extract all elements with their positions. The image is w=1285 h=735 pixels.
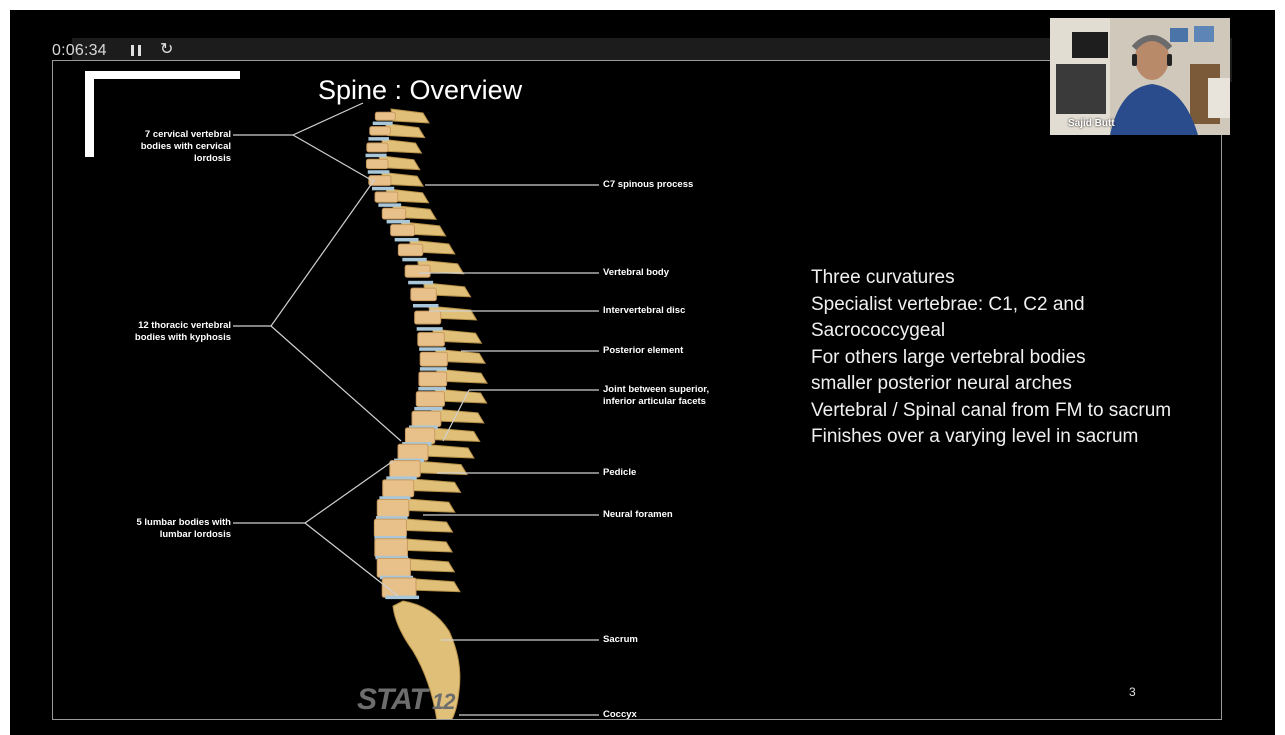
vertebral-body-shape	[412, 411, 441, 426]
pause-button[interactable]	[129, 43, 143, 59]
vertebral-body-shape	[420, 352, 447, 366]
vertebral-body-shape	[382, 208, 405, 219]
posterior-element-shape	[386, 124, 425, 138]
vertebral-body-shape	[377, 558, 410, 577]
intervertebral-disc-shape	[368, 170, 390, 174]
bullet-item: Finishes over a varying level in sacrum	[811, 424, 1211, 451]
vertebral-body-shape	[366, 159, 388, 168]
bullet-list: Three curvaturesSpecialist vertebrae: C1…	[811, 265, 1211, 451]
watermark-text: STAT	[357, 683, 427, 716]
label-right-7: Sacrum	[603, 634, 638, 646]
stat-watermark: STAT 12	[357, 683, 454, 717]
vertebral-body-shape	[391, 225, 415, 236]
vertebral-body-shape	[370, 127, 391, 135]
intervertebral-disc-shape	[385, 596, 419, 600]
vertebral-body-shape	[398, 444, 428, 460]
intervertebral-disc-shape	[418, 387, 446, 391]
vertebral-body-shape	[416, 392, 444, 407]
label-right-0: C7 spinous process	[603, 179, 693, 191]
leader-line	[293, 135, 373, 181]
vertebral-body-shape	[418, 333, 445, 346]
intervertebral-disc-shape	[366, 154, 387, 158]
label-thoracic: 12 thoracic vertebralbodies with kyphosi…	[111, 320, 231, 344]
leader-line	[271, 326, 401, 441]
bullet-item: For others large vertebral bodies	[811, 345, 1211, 372]
label-right-3: Posterior element	[603, 345, 683, 357]
vertebral-body-shape	[398, 244, 422, 256]
intervertebral-disc-shape	[372, 187, 394, 191]
leader-line	[293, 103, 363, 135]
label-right-6: Neural foramen	[603, 509, 673, 521]
refresh-icon: ↻	[160, 41, 173, 58]
pause-icon	[131, 45, 134, 56]
vertebral-body-shape	[374, 519, 406, 537]
intervertebral-disc-shape	[395, 238, 419, 242]
vertebral-body-shape	[390, 461, 420, 478]
posterior-element-shape	[391, 109, 429, 123]
bullet-item: Vertebral / Spinal canal from FM to sacr…	[811, 398, 1211, 425]
refresh-button[interactable]: ↻	[160, 41, 176, 59]
vertebral-body-shape	[367, 143, 388, 152]
participant-name-label: Sajid Butt	[1068, 118, 1115, 129]
intervertebral-disc-shape	[373, 122, 393, 126]
bullet-item: Three curvatures	[811, 265, 1211, 292]
vertebral-body-shape	[375, 539, 408, 557]
bullet-item: Sacrococcygeal	[811, 318, 1211, 345]
pause-icon-bar	[138, 45, 141, 56]
intervertebral-disc-shape	[420, 367, 447, 371]
vertebral-body-shape	[415, 311, 441, 324]
label-right-4: Joint between superior,inferior articula…	[603, 384, 709, 408]
presentation-slide: Spine : Overview 7 cervical vertebralbod…	[52, 60, 1222, 720]
vertebral-body-shape	[377, 499, 409, 516]
intervertebral-disc-shape	[417, 327, 443, 331]
intervertebral-disc-shape	[378, 203, 401, 207]
vertebral-body-shape	[419, 372, 447, 386]
bullet-item: smaller posterior neural arches	[811, 371, 1211, 398]
vertebral-body-shape	[405, 265, 430, 277]
label-right-5: Pedicle	[603, 467, 636, 479]
intervertebral-disc-shape	[419, 347, 446, 351]
label-right-1: Vertebral body	[603, 267, 669, 279]
vertebral-body-shape	[405, 428, 434, 444]
bullet-item: Specialist vertebrae: C1, C2 and	[811, 292, 1211, 319]
intervertebral-disc-shape	[368, 137, 389, 141]
intervertebral-disc-shape	[408, 281, 433, 285]
elapsed-timer: 0:06:34	[52, 42, 107, 60]
vertebral-body-shape	[375, 112, 395, 120]
slide-number: 3	[1129, 685, 1136, 699]
vertebral-body-shape	[375, 192, 398, 202]
label-cervical: 7 cervical vertebralbodies with cervical…	[111, 129, 231, 165]
vertebral-body-shape	[383, 480, 414, 497]
label-right-2: Intervertebral disc	[603, 305, 685, 317]
leader-line	[271, 179, 375, 326]
vertebral-body-shape	[411, 288, 437, 301]
intervertebral-disc-shape	[387, 220, 410, 224]
intervertebral-disc-shape	[414, 407, 442, 411]
label-right-8: Coccyx	[603, 709, 637, 720]
intervertebral-disc-shape	[402, 258, 426, 262]
label-lumbar: 5 lumbar bodies withlumbar lordosis	[111, 517, 231, 541]
intervertebral-disc-shape	[413, 304, 439, 308]
